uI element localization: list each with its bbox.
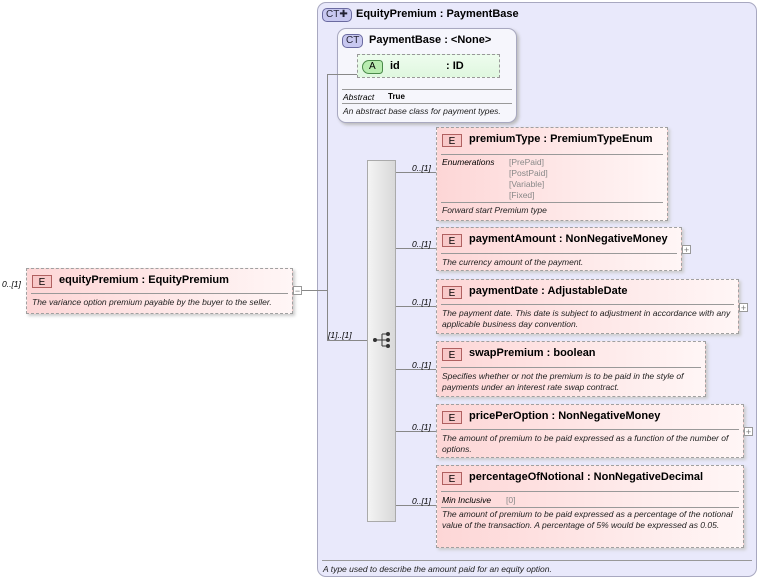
attribute-type: : ID <box>446 60 464 72</box>
divider <box>441 367 701 368</box>
element-badge: E <box>32 275 52 288</box>
connector <box>396 306 436 307</box>
enum-value: [Variable] <box>509 179 545 189</box>
connector <box>396 431 436 432</box>
element-badge: E <box>442 472 462 485</box>
expand-button[interactable]: + <box>682 245 691 255</box>
sequence-cardinality: [1]..[1] <box>328 330 352 340</box>
element-description: The variance option premium payable by t… <box>32 297 272 307</box>
enum-value: [PrePaid] <box>509 157 544 167</box>
connector <box>396 248 436 249</box>
divider <box>441 253 677 254</box>
element-badge: E <box>442 348 462 361</box>
element-equitypremium[interactable]: E equityPremium : EquityPremium The vari… <box>26 268 293 314</box>
element-title: swapPremium : boolean <box>469 347 596 359</box>
divider <box>441 202 663 203</box>
child-cardinality: 0..[1] <box>412 163 431 173</box>
child-cardinality: 0..[1] <box>412 496 431 506</box>
abstract-label: Abstract <box>343 92 375 102</box>
element-title: paymentAmount : NonNegativeMoney <box>469 233 668 245</box>
min-inclusive-value: [0] <box>506 495 516 505</box>
divider <box>322 560 752 561</box>
abstract-value: True <box>388 92 405 101</box>
complex-type-title: EquityPremium : PaymentBase <box>356 8 519 20</box>
divider <box>441 429 739 430</box>
element-badge: E <box>442 234 462 247</box>
expand-button[interactable]: + <box>739 303 748 313</box>
connector <box>327 74 328 341</box>
connector <box>396 505 436 506</box>
element-title: premiumType : PremiumTypeEnum <box>469 133 653 145</box>
connector <box>396 369 436 370</box>
element-title: percentageOfNotional : NonNegativeDecima… <box>469 471 704 483</box>
divider <box>441 507 739 508</box>
element-swappremium[interactable]: E swapPremium : boolean Specifies whethe… <box>436 341 706 397</box>
child-cardinality: 0..[1] <box>412 422 431 432</box>
min-inclusive-label: Min Inclusive <box>442 495 492 505</box>
element-description: Specifies whether or not the premium is … <box>442 371 684 392</box>
root-cardinality: 0..[1] <box>2 279 21 289</box>
enumerations-label: Enumerations <box>442 157 495 167</box>
child-cardinality: 0..[1] <box>412 360 431 370</box>
complex-type-badge: CT✚ <box>322 8 352 22</box>
divider <box>342 103 512 104</box>
child-cardinality: 0..[1] <box>412 239 431 249</box>
element-premiumtype[interactable]: E premiumType : PremiumTypeEnum Enumerat… <box>436 127 668 221</box>
element-description: The amount of premium to be paid express… <box>442 509 733 530</box>
element-title: pricePerOption : NonNegativeMoney <box>469 410 661 422</box>
sequence-icon <box>373 332 390 348</box>
divider <box>441 154 663 155</box>
divider <box>31 293 288 294</box>
enum-value: [PostPaid] <box>509 168 548 178</box>
connector <box>396 172 436 173</box>
attribute-name: id <box>390 60 400 72</box>
element-title: paymentDate : AdjustableDate <box>469 285 628 297</box>
element-description: The payment date. This date is subject t… <box>442 308 731 329</box>
connector <box>300 290 327 291</box>
element-description: The amount of premium to be paid express… <box>442 433 729 454</box>
expand-button[interactable]: + <box>744 427 753 437</box>
divider <box>441 491 739 492</box>
base-type-badge: CT <box>342 34 364 48</box>
enum-value: [Fixed] <box>509 190 535 200</box>
base-type-description: An abstract base class for payment types… <box>343 106 501 116</box>
element-badge: E <box>442 134 462 147</box>
child-cardinality: 0..[1] <box>412 297 431 307</box>
attribute-id[interactable]: A id : ID <box>357 54 500 78</box>
element-percentageofnotional[interactable]: E percentageOfNotional : NonNegativeDeci… <box>436 465 744 548</box>
base-type-title: PaymentBase : <None> <box>369 34 492 46</box>
collapse-button[interactable]: − <box>293 286 302 296</box>
sequence-compositor[interactable] <box>367 160 396 522</box>
element-description: Forward start Premium type <box>442 205 547 215</box>
connector <box>327 340 367 341</box>
divider <box>342 89 512 90</box>
element-paymentamount[interactable]: E paymentAmount : NonNegativeMoney The c… <box>436 227 682 271</box>
attribute-badge: A <box>362 60 383 74</box>
element-priceperoption[interactable]: E pricePerOption : NonNegativeMoney The … <box>436 404 744 458</box>
element-badge: E <box>442 411 462 424</box>
element-badge: E <box>442 286 462 299</box>
complex-type-description: A type used to describe the amount paid … <box>323 564 552 574</box>
element-title: equityPremium : EquityPremium <box>59 274 229 286</box>
element-paymentdate[interactable]: E paymentDate : AdjustableDate The payme… <box>436 279 739 334</box>
element-description: The currency amount of the payment. <box>442 257 584 267</box>
divider <box>441 304 734 305</box>
connector <box>327 74 357 75</box>
